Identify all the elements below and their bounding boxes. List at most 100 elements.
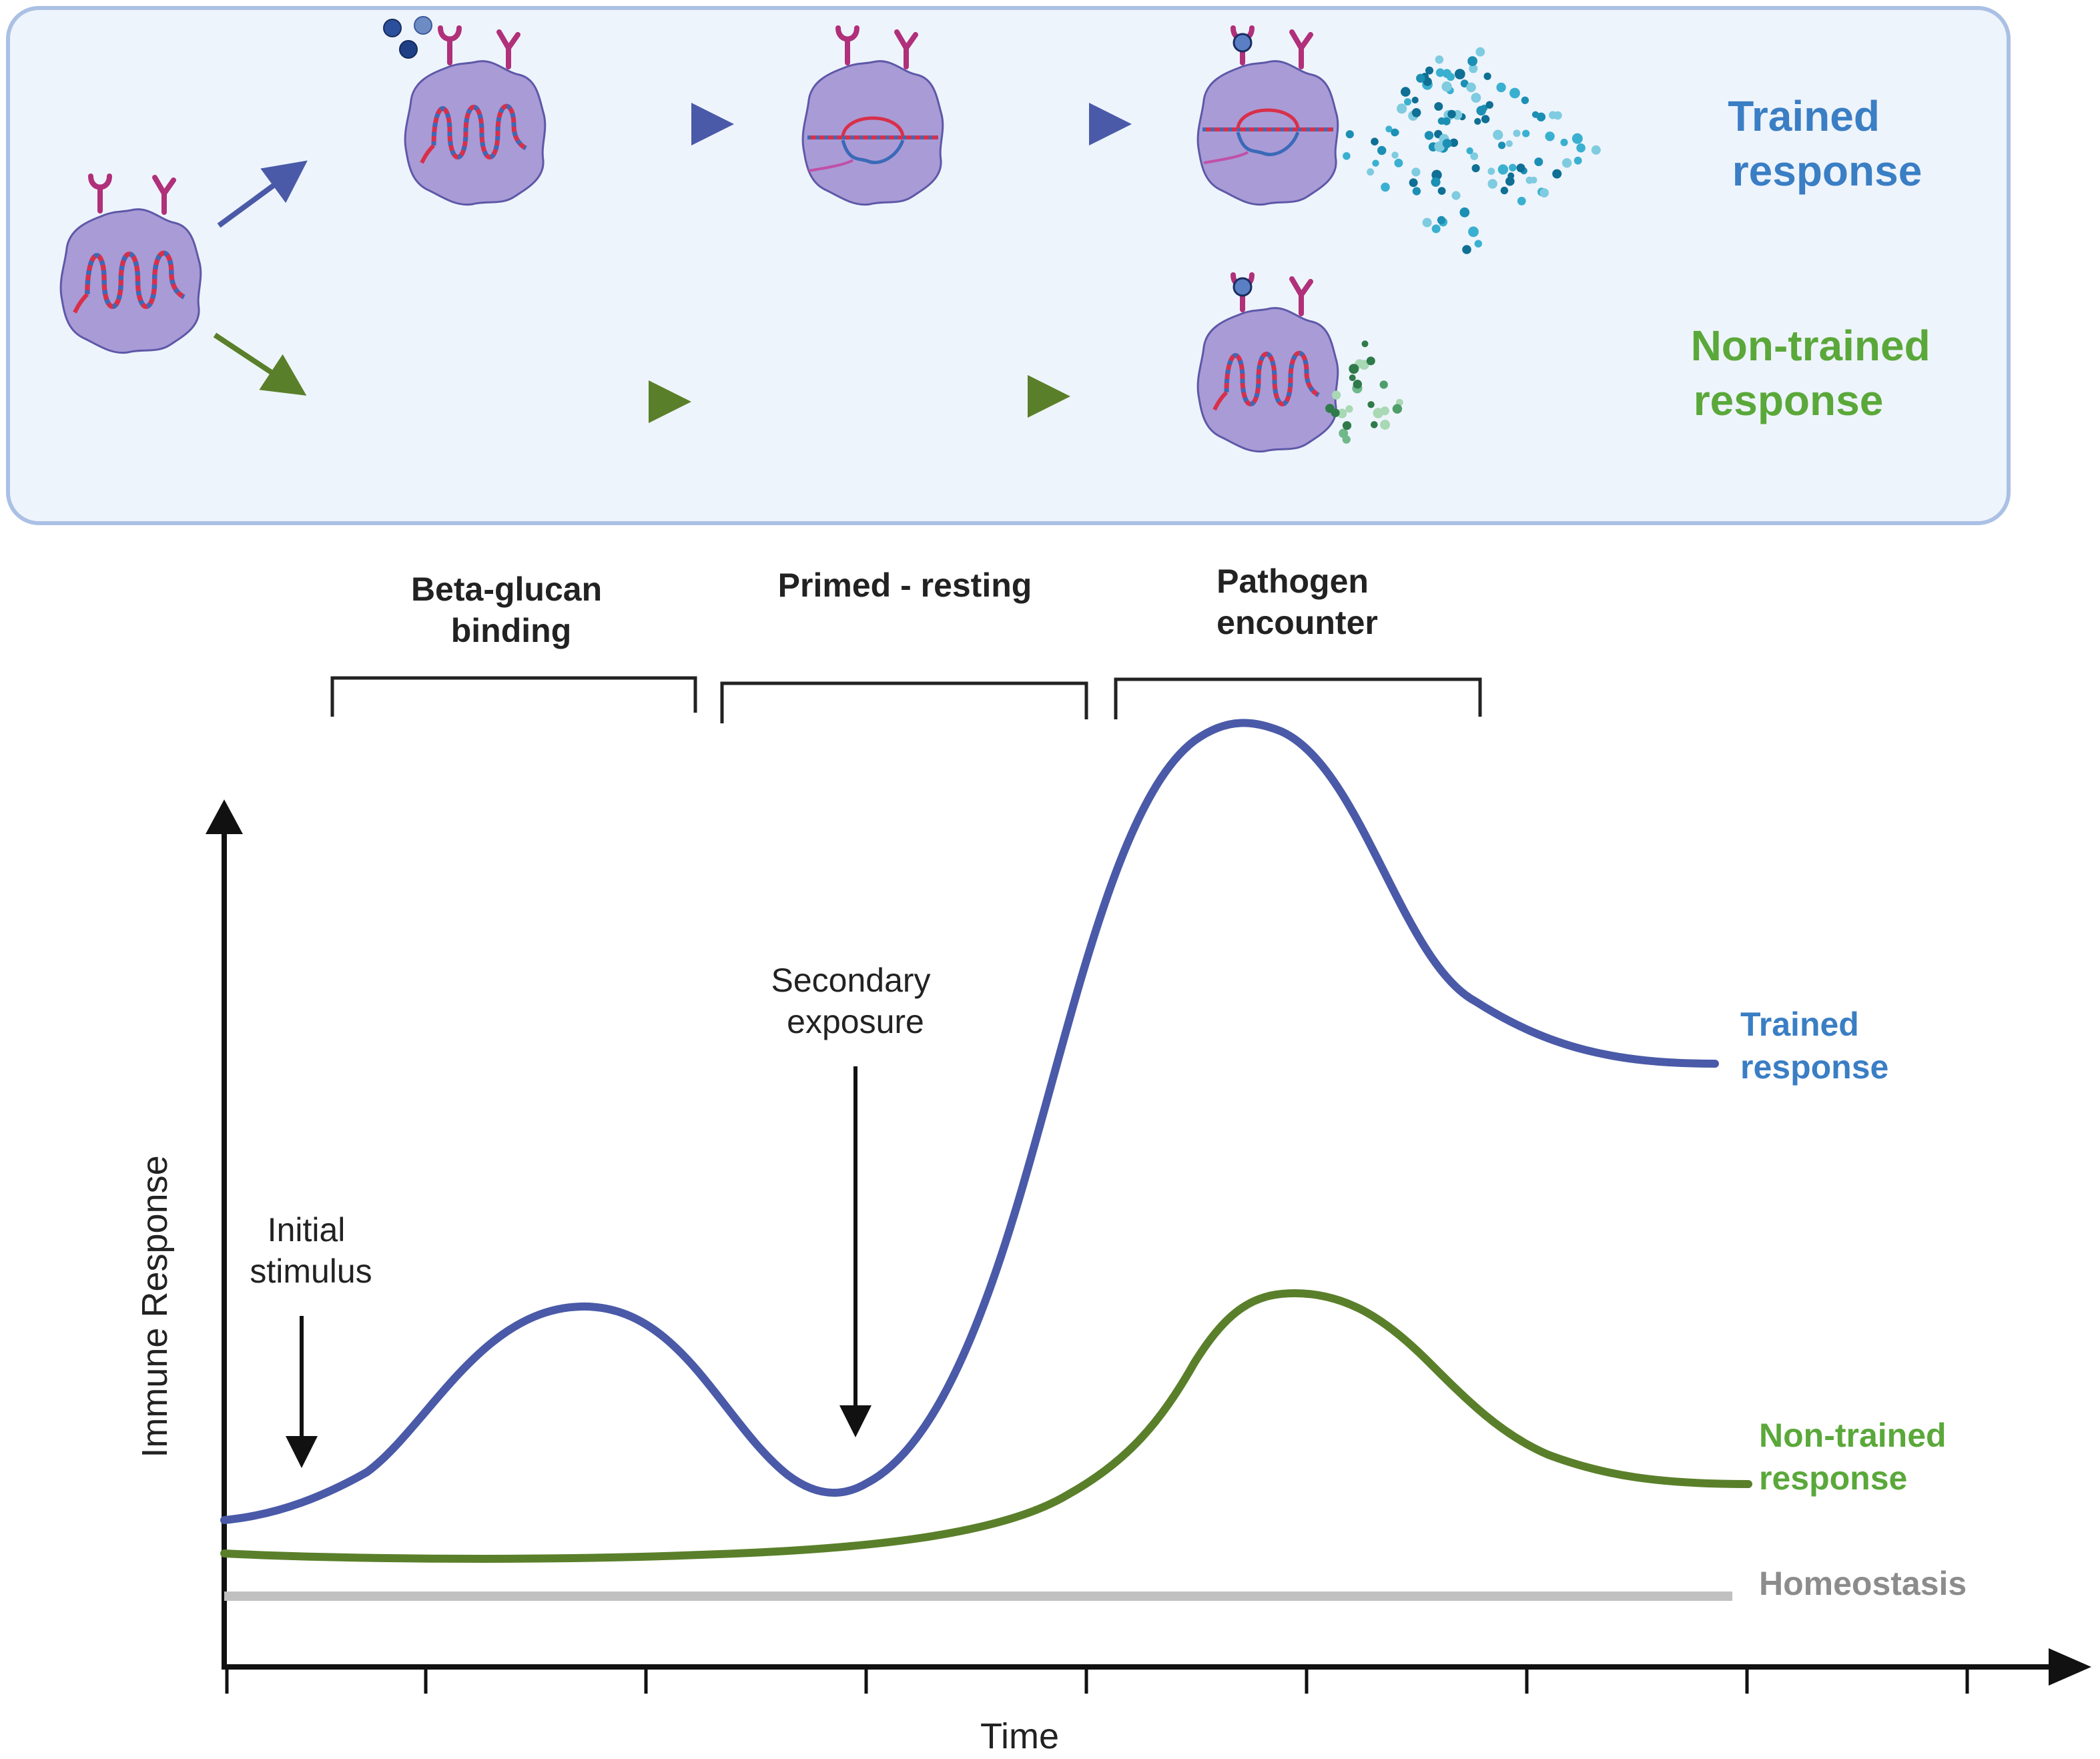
cytokine-dot: [1431, 177, 1441, 187]
cytokine-dot: [1462, 245, 1471, 254]
cytokine-dot: [1411, 96, 1419, 104]
cytokine-dot: [1573, 156, 1582, 165]
panel-nontrained-label: Non-trained response: [1691, 322, 1943, 424]
cytokine-dot: [1394, 158, 1403, 167]
cytokine-dot: [1483, 72, 1491, 80]
phase-labels: Beta-glucan binding Primed - resting Pat…: [330, 563, 1482, 723]
cytokine-dot: [1560, 138, 1568, 146]
cytokine-dot: [1534, 157, 1543, 166]
response-graph: Time Immune Response Homeostasis Trained…: [135, 719, 2091, 1756]
cytokine-dot: [1435, 68, 1445, 77]
cytokine-dot: [1485, 101, 1493, 109]
cytokine-dot: [1401, 87, 1411, 97]
cytokine-dot: [1372, 159, 1379, 167]
cytokine-dot: [1466, 82, 1476, 93]
cytokine-dot: [1411, 108, 1421, 117]
cytokine-dot: [1466, 147, 1473, 155]
cytokine-dot: [1530, 176, 1537, 184]
cytokine-dot: [1454, 69, 1465, 79]
cytokine-dot: [1576, 143, 1586, 153]
cytokine-dot: [1343, 152, 1351, 160]
cytokine-dot: [1536, 112, 1546, 121]
cytokine-dot: [1460, 79, 1469, 88]
cytokine-dot: [1496, 82, 1506, 93]
cytokine-dot: [1481, 104, 1488, 112]
cytokine-dot: [1431, 224, 1441, 234]
cytokine-dot: [1397, 103, 1407, 114]
cytokine-dot: [1474, 117, 1481, 125]
cytokine-dot: [1470, 152, 1479, 161]
cytokine-dot: [1379, 380, 1388, 389]
cytokine-dot: [1353, 380, 1363, 389]
cytokine-dot: [1505, 176, 1515, 186]
cytokine-dot: [1441, 81, 1452, 92]
cytokine-dot: [1392, 404, 1403, 414]
cytokine-dot: [1513, 129, 1521, 137]
cytokine-dot: [1545, 131, 1555, 141]
cytokine-dot: [1505, 140, 1513, 147]
cytokine-dot: [1331, 390, 1341, 400]
cytokine-dot: [1391, 128, 1399, 137]
x-axis-arrowhead: [2049, 1648, 2091, 1686]
bracket-primed: [720, 681, 1088, 723]
nontrained-cell-response: [1196, 275, 1339, 453]
cytokine-dot: [1424, 131, 1434, 140]
cytokine-dot: [1349, 364, 1359, 374]
initial-stimulus-label: Initial stimulus: [250, 1211, 372, 1290]
cytokine-dot: [1366, 356, 1375, 366]
cytokine-dot: [1437, 216, 1446, 225]
cytokine-dot: [1373, 408, 1383, 418]
branch-arrow-nontrained: [213, 332, 307, 396]
cytokine-dot: [1431, 169, 1442, 180]
cytokine-dot: [1377, 145, 1387, 155]
cytokine-dot: [1509, 87, 1520, 99]
cytokine-dot: [1381, 182, 1390, 192]
cytokine-dot: [1385, 125, 1393, 133]
cytokine-dot: [1487, 179, 1497, 189]
cytokine-dot: [1471, 164, 1480, 173]
trained-cell-binding: [383, 16, 547, 206]
cytokine-dot: [1367, 401, 1375, 408]
cytokine-dot: [1552, 169, 1562, 179]
phase-label-binding: Beta-glucan binding: [411, 571, 611, 649]
homeostasis-label: Homeostasis: [1759, 1565, 1967, 1602]
nontrained-curve: [220, 1289, 1752, 1563]
cytokine-dot: [1539, 188, 1549, 198]
cytokine-dot: [1471, 93, 1481, 103]
nontrained-curve-label: Non-trained response: [1759, 1417, 1955, 1497]
cytokine-dot: [1516, 163, 1525, 173]
cytokine-dot: [1435, 55, 1444, 64]
beta-glucan-particles: [383, 16, 432, 59]
cytokine-dot: [1481, 115, 1490, 123]
x-axis-ticks: [225, 1667, 1969, 1694]
cytokine-dot: [1391, 151, 1399, 159]
cytokine-dot: [1380, 420, 1391, 430]
cytokine-dot: [1522, 129, 1530, 137]
cytokine-dot: [1467, 56, 1478, 66]
cytokine-dot: [1561, 158, 1572, 168]
trained-curve-label: Trained response: [1740, 1006, 1888, 1086]
pathway-panel: Trained response Non-trained response: [6, 6, 2011, 525]
cytokine-dot: [1437, 187, 1446, 195]
cytokine-dot: [1493, 129, 1503, 140]
cytokine-dot: [1459, 207, 1470, 218]
phase-label-pathogen: Pathogen encounter: [1216, 563, 1378, 641]
cytokine-dot: [1342, 421, 1352, 430]
cytokine-dot: [1409, 178, 1418, 188]
phase-label-primed: Primed - resting: [778, 567, 1032, 604]
cytokine-dot: [1425, 66, 1433, 75]
x-axis-label: Time: [980, 1716, 1059, 1756]
cytokine-dot: [1345, 130, 1354, 139]
cytokine-dot: [1404, 98, 1411, 106]
bracket-binding: [330, 676, 697, 717]
cytokine-dot: [1549, 111, 1557, 119]
cytokine-dot: [1416, 73, 1425, 83]
cytokine-dot: [1422, 218, 1432, 228]
cytokine-dot: [1434, 141, 1445, 152]
trained-cytokine-cloud: [1343, 47, 1601, 254]
cytokine-dot: [1498, 141, 1506, 149]
cytokine-dot: [1507, 172, 1515, 180]
cytokine-dot: [1449, 138, 1459, 147]
panel-trained-label: Trained response: [1728, 92, 1922, 195]
